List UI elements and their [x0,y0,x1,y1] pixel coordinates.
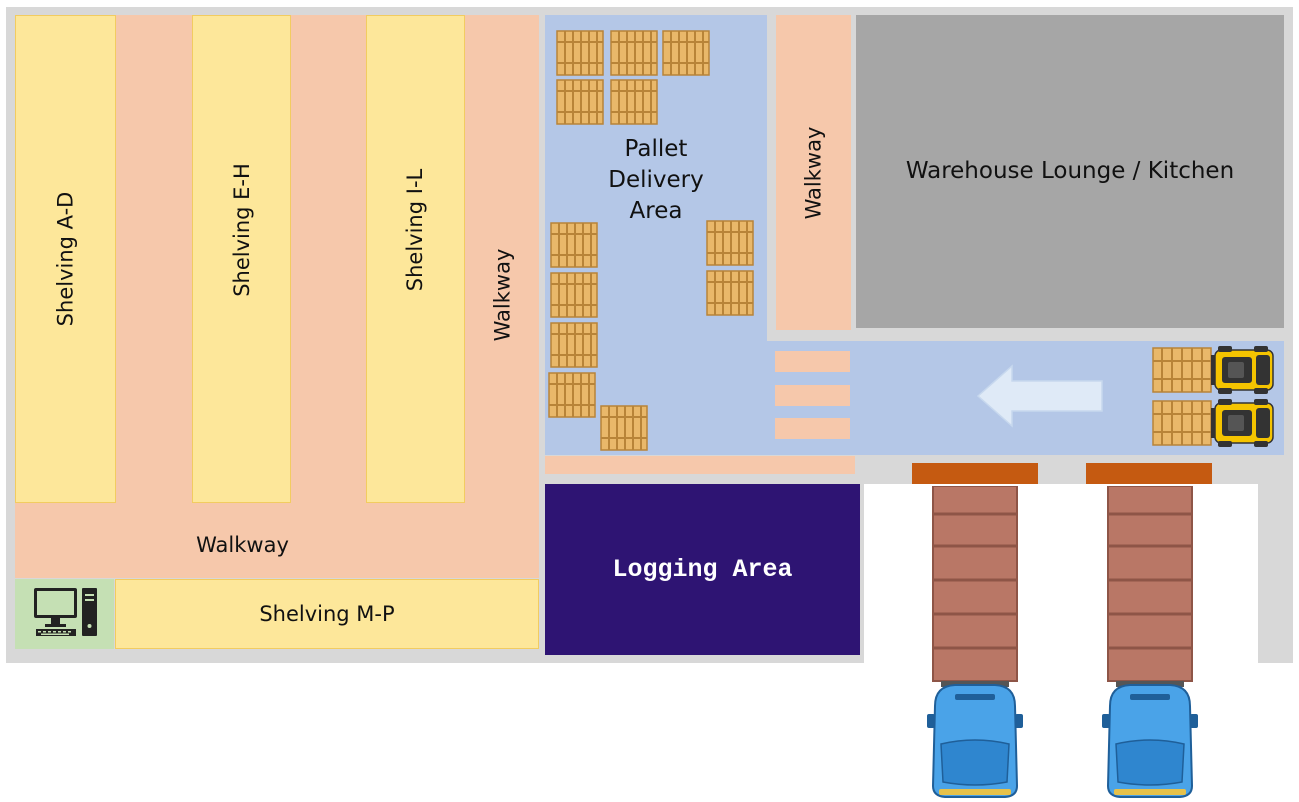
pallet-icon [706,220,754,266]
pallet-load [1152,400,1212,446]
pallet-icon [610,79,658,125]
shelving-e-h-label: Shelving E-H [229,163,254,297]
pallet-icon [550,272,598,318]
shelving-e-h-label-wrap: Shelving E-H [192,15,291,445]
pallet-icon [550,222,598,268]
truck-icon [927,486,1023,798]
truck-icon [1102,486,1198,798]
forklift-icon [1152,346,1274,394]
warehouse-lounge-kitchen [856,15,1284,328]
pallet-icon [706,270,754,316]
shelving-a-d [15,15,116,503]
pallet-icon [550,322,598,368]
right-walkway [776,15,851,330]
pallet-load [1152,347,1212,393]
pallet-icon [548,372,596,418]
walkway-horizontal-label: Walkway [196,533,289,557]
computer-icon [34,588,97,636]
dock-door [912,463,1038,484]
lounge-label: Warehouse Lounge / Kitchen [905,158,1235,184]
lane-walkway-strip [545,456,855,474]
crosswalk-stripe [775,385,850,406]
forklift-icon [1152,399,1274,447]
arrow-left-icon [976,364,1103,428]
shelving-a-d-label-wrap: Shelving A-D [15,15,116,503]
pallet-icon [556,79,604,125]
pallet-icon [600,405,648,451]
crosswalk-stripe [775,351,850,372]
crosswalk-stripe [775,418,850,439]
shelving-i-l-label: Shelving I-L [403,168,428,292]
walkway-vertical-label: Walkway [490,248,515,342]
logging-area-label: Logging Area [612,555,793,584]
shelving-i-l [366,15,465,503]
pallet-delivery-label: Pallet Delivery Area [608,135,704,224]
walkway-right-label: Walkway [801,126,826,219]
shelving-m-p-label: Shelving M-P [259,602,395,626]
pallet-icon [662,30,710,76]
pallet-icon [610,30,658,76]
walkway-right-label-wrap: Walkway [776,15,851,330]
shelving-m-p [115,579,539,649]
walkway-vertical-label-wrap: Walkway [466,15,539,575]
shelving-e-h [192,15,291,503]
shelving-i-l-label-wrap: Shelving I-L [366,15,465,445]
logging-area [545,484,860,655]
shelving-a-d-label: Shelving A-D [53,191,78,327]
dock-door [1086,463,1212,484]
pallet-icon [556,30,604,76]
